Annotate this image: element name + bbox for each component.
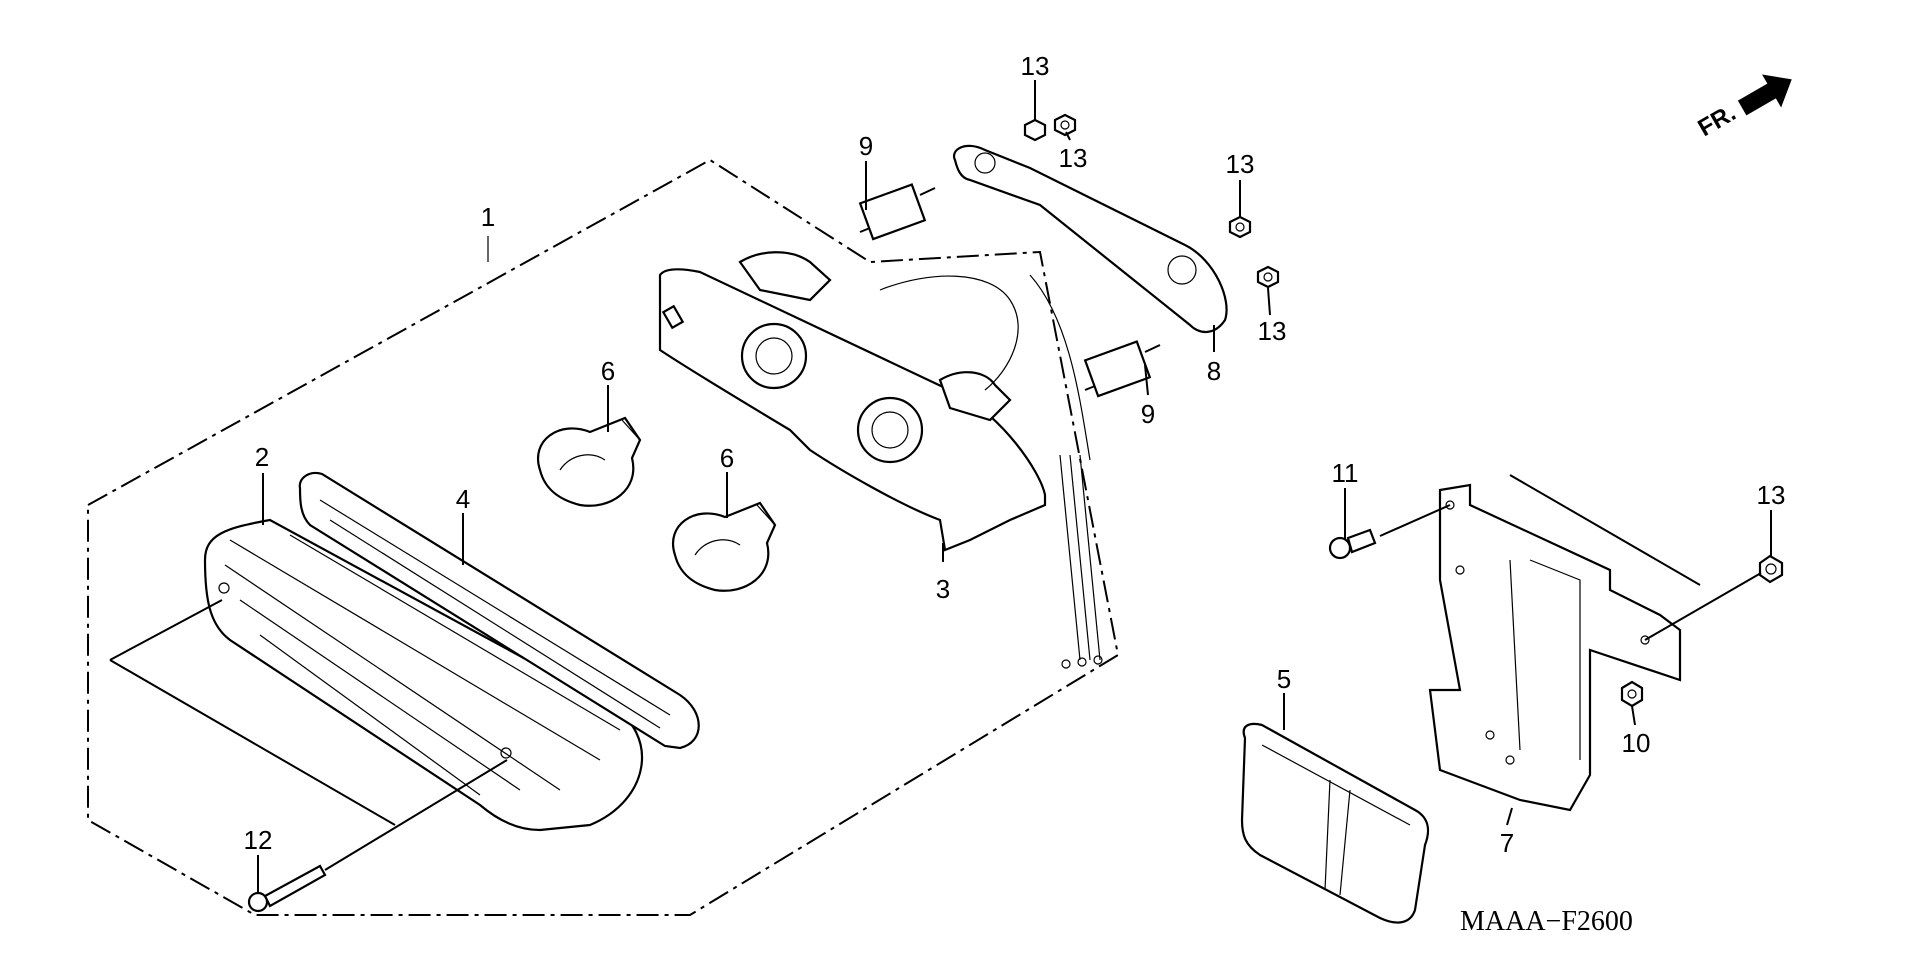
callout-11: 11: [1332, 458, 1359, 488]
bolt-11: [1328, 528, 1377, 560]
callout-4: 4: [456, 484, 470, 514]
front-direction-label: FR.: [1694, 99, 1741, 142]
tail-light-lens: [203, 518, 644, 832]
front-arrow-icon: [1737, 74, 1792, 116]
callout-13-mid-upper: 13: [1226, 149, 1255, 179]
leader-lines: [109, 80, 1772, 893]
nut-13-top-right: [1053, 113, 1077, 137]
tail-light-base: [658, 251, 1103, 669]
bulb-upper: [537, 416, 642, 507]
mounting-stay: [952, 144, 1228, 333]
callout-13-mid-lower: 13: [1258, 316, 1287, 346]
callout-10: 10: [1622, 728, 1651, 758]
callout-7: 7: [1500, 828, 1514, 858]
callout-6-lower: 6: [720, 443, 734, 473]
callout-9-upper: 9: [859, 131, 873, 161]
diagram-code: MAAA−F2600: [1460, 906, 1633, 937]
nut-13-right: [1758, 554, 1784, 584]
nut-13-mid-lower: [1256, 265, 1280, 289]
bulb-lower: [672, 501, 777, 592]
callout-8: 8: [1207, 356, 1221, 386]
callout-13-top-left: 13: [1021, 51, 1050, 81]
reflector: [1240, 722, 1430, 924]
screw-12: [247, 864, 327, 913]
callout-9-lower: 9: [1141, 399, 1155, 429]
callout-1: 1: [481, 202, 495, 232]
front-direction-indicator: FR.: [1694, 74, 1792, 142]
assembly-outline: [87, 158, 1120, 916]
callout-12: 12: [244, 825, 273, 855]
callout-6-upper: 6: [601, 356, 615, 386]
rubber-mount-upper: [858, 183, 936, 241]
license-bracket: [1428, 483, 1682, 812]
callout-3: 3: [936, 574, 950, 604]
callout-13-top-right: 13: [1059, 143, 1088, 173]
callout-2: 2: [255, 442, 269, 472]
callout-5: 5: [1277, 664, 1291, 694]
callouts: 1 2 3 4 5 6 6 7 8 9 9 10 11 12 13 13 13 …: [244, 51, 1786, 858]
nut-13-top-left: [1023, 118, 1047, 142]
nut-13-mid-upper: [1228, 215, 1252, 239]
callout-13-right: 13: [1757, 480, 1786, 510]
nut-10: [1620, 680, 1644, 708]
rubber-mount-lower: [1083, 340, 1161, 398]
lens-gasket: [298, 471, 700, 750]
